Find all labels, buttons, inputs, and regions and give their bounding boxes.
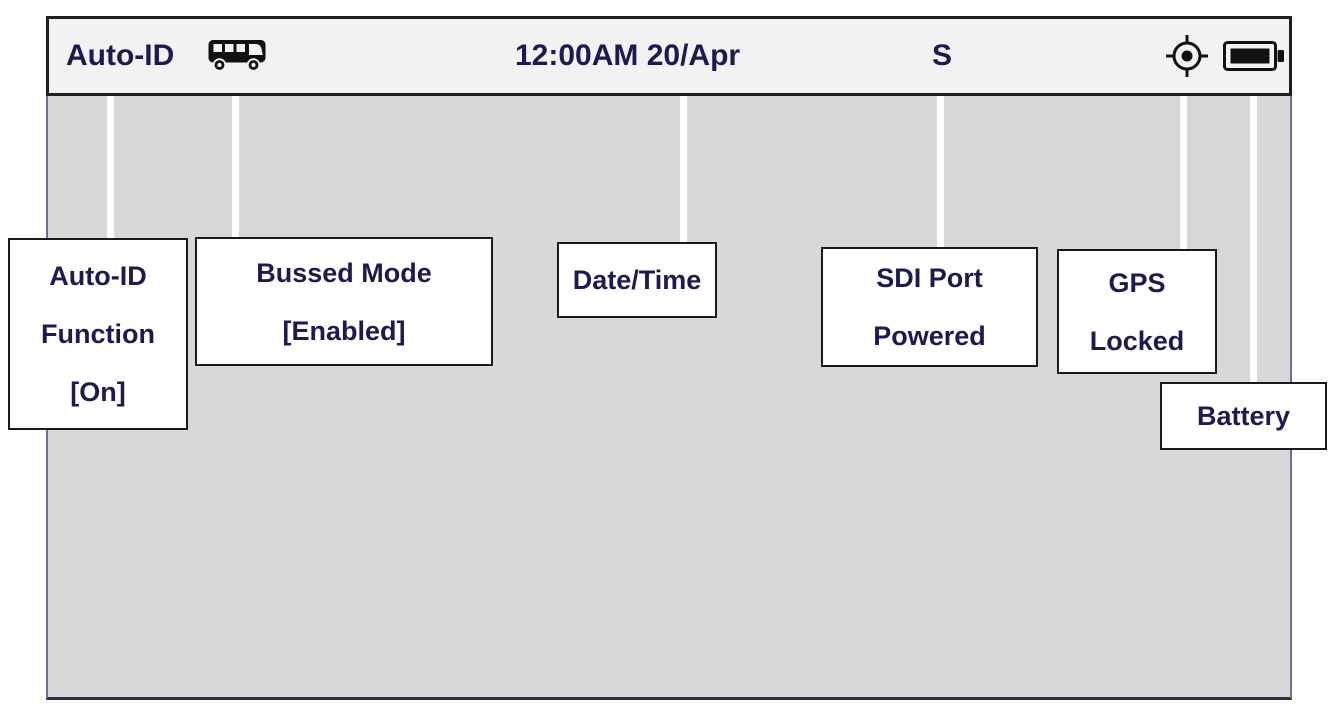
callout-line: [Enabled] bbox=[282, 315, 406, 346]
callout-line: Battery bbox=[1196, 401, 1291, 431]
callout-line: Auto-ID bbox=[49, 261, 147, 291]
callout-sdi-port-powered: SDI Port Powered bbox=[821, 247, 1038, 367]
datetime-text: 12:00AM 20/Apr bbox=[515, 39, 741, 72]
auto-id-label: Auto-ID bbox=[66, 39, 175, 72]
callout-line: Bussed Mode bbox=[256, 257, 432, 288]
status-bar: Auto-ID 12:00AM 20/Apr S bbox=[46, 16, 1292, 96]
leader-line-date-time bbox=[680, 96, 687, 244]
callout-bussed-mode: Bussed Mode [Enabled] bbox=[195, 237, 493, 366]
sdi-indicator: S bbox=[932, 39, 953, 72]
leader-line-sdi-port bbox=[937, 96, 944, 249]
gps-target-icon bbox=[1165, 34, 1209, 78]
leader-line-gps-locked bbox=[1180, 96, 1187, 251]
leader-line-auto-id bbox=[107, 96, 114, 240]
callout-auto-id-function: Auto-ID Function [On] bbox=[8, 238, 188, 430]
battery-icon bbox=[1223, 41, 1285, 71]
callout-line: Powered bbox=[873, 321, 986, 351]
leader-line-battery bbox=[1250, 96, 1257, 384]
callout-gps-locked: GPS Locked bbox=[1057, 249, 1217, 374]
callout-date-time: Date/Time bbox=[557, 242, 717, 318]
leader-line-bussed-mode bbox=[232, 96, 239, 239]
callout-line: Locked bbox=[1089, 325, 1185, 356]
callout-line: Date/Time bbox=[572, 265, 702, 295]
device-screen bbox=[46, 96, 1292, 700]
callout-line: GPS bbox=[1108, 267, 1166, 298]
bus-icon bbox=[208, 39, 268, 74]
callout-line: Function bbox=[41, 319, 155, 349]
callout-line: SDI Port bbox=[876, 263, 983, 293]
callout-battery: Battery bbox=[1160, 382, 1327, 450]
callout-line: [On] bbox=[70, 377, 126, 407]
